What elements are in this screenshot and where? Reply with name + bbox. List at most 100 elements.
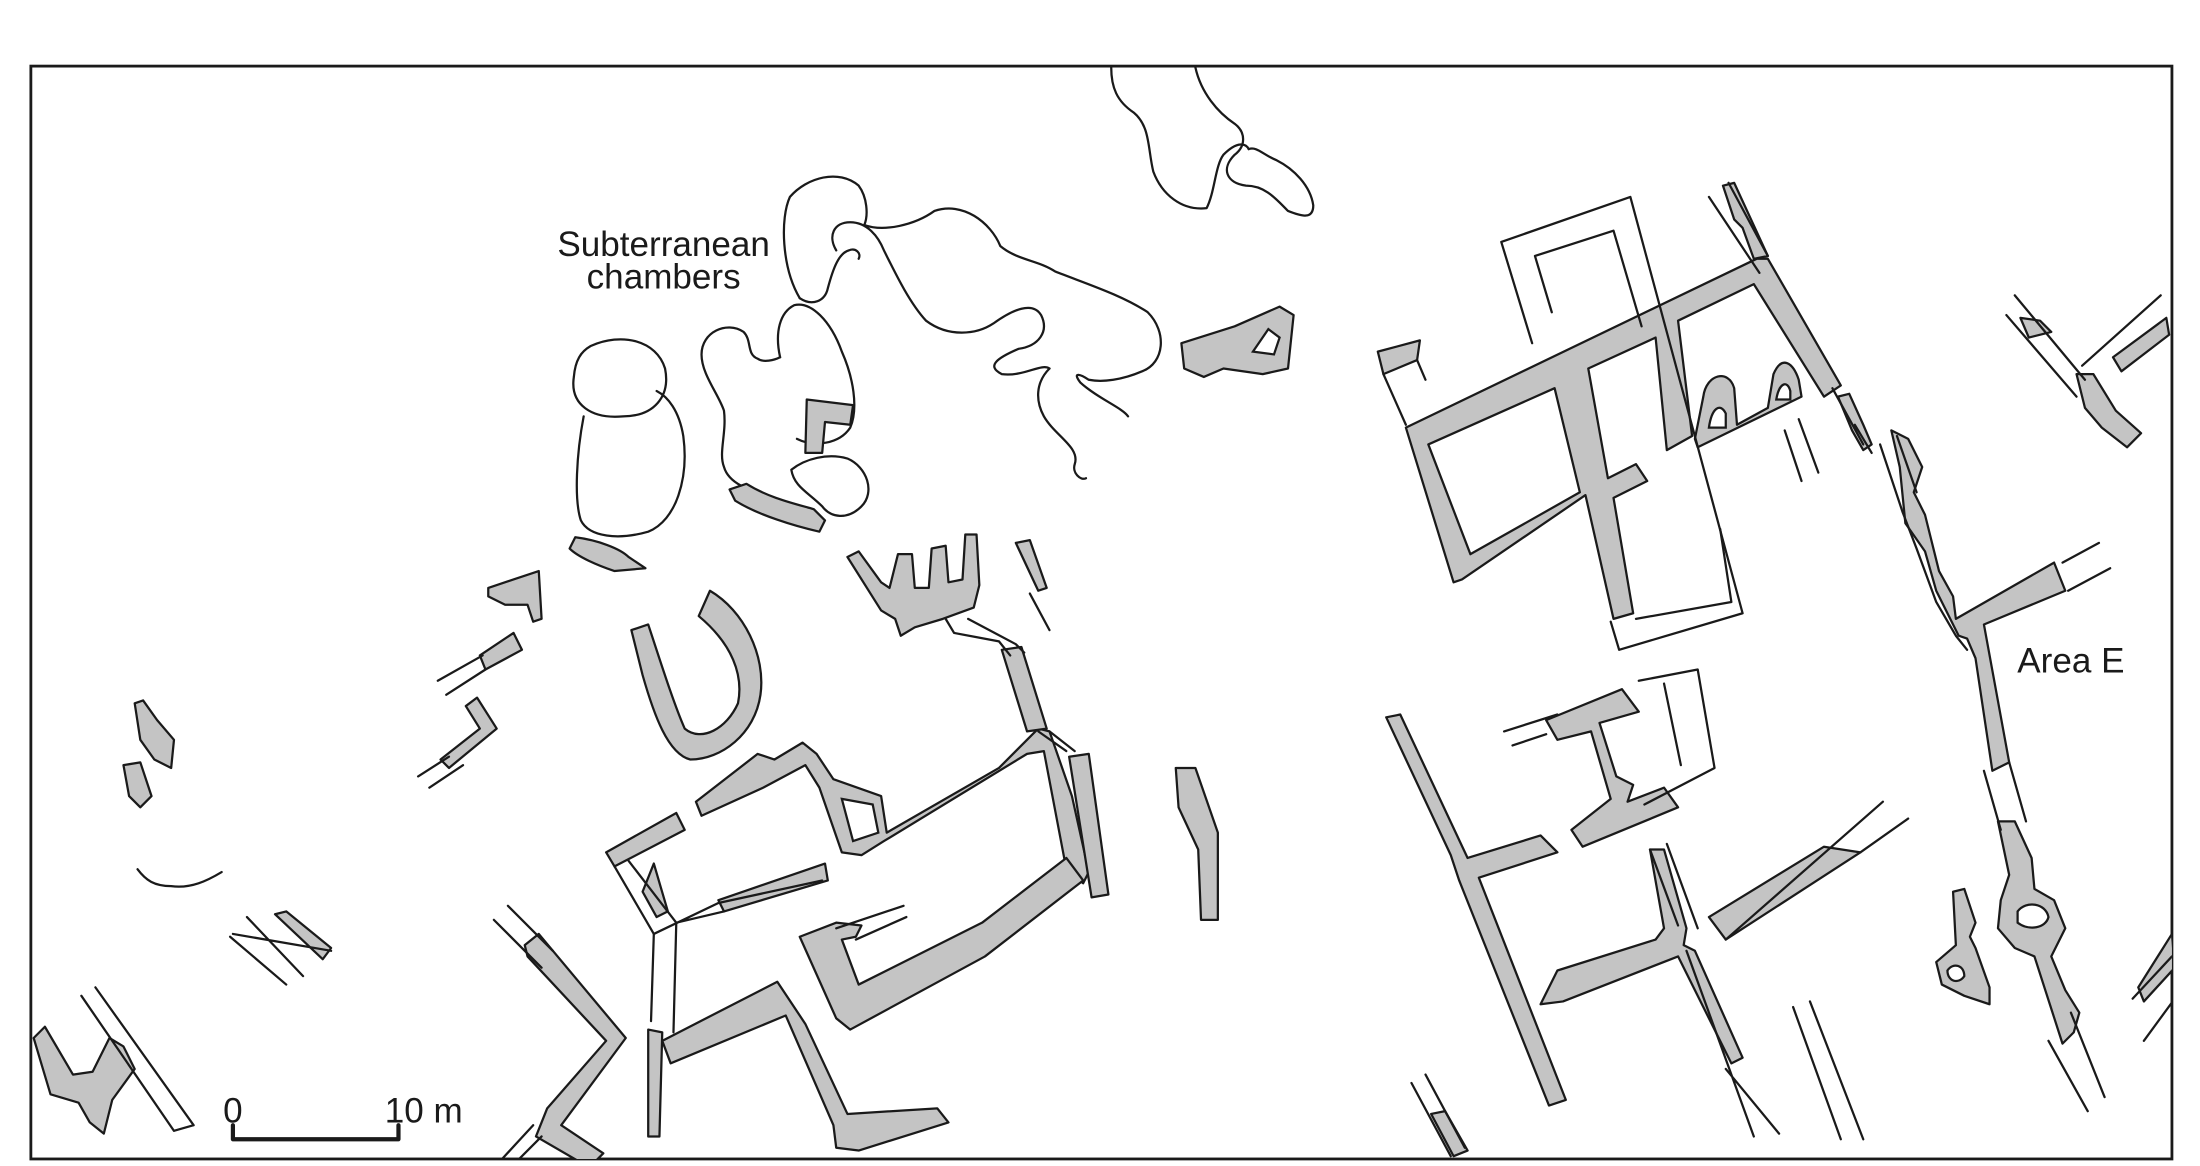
wall-fragment [2019,316,2053,339]
wall-fragment [605,811,686,868]
wall-fragment [1385,713,1567,1107]
wall-fragment [1000,645,1048,733]
wall-fragment [487,569,543,623]
wall-fragment [804,398,855,455]
wall-fragment [1404,257,1842,620]
wall-fragment [2075,373,2143,449]
wall-fragment [1721,181,1769,260]
chamber-outline [1037,367,1088,480]
wall-trace [1831,387,1873,455]
chamber-outline [782,175,1162,418]
wall-fragment [1707,845,1862,941]
wall-fragment [122,761,153,809]
wall-opening [1946,964,1966,983]
wall-opening [840,797,880,843]
wall-fragment [641,862,669,919]
label-area-e: Area E [2017,641,2124,680]
wall-trace [1533,229,1733,620]
chamber-outline [136,868,223,888]
wall-fragment [2137,932,2172,1003]
chamber-outline [1110,66,1250,210]
wall-fragment [478,631,524,671]
wall-fragment [647,1028,664,1138]
wall-trace [1648,842,1699,930]
wall-fragment [1068,752,1110,899]
scale-bar: 0 10 m [223,1091,463,1142]
chamber-outline [700,326,782,500]
wall-trace [416,755,465,789]
wall-trace [1685,949,1781,1138]
wall-fragment [1174,766,1219,921]
wall-fragment [523,932,627,1159]
wall-trace [492,904,554,969]
wall-trace [2047,1011,2106,1113]
wall-fragment [661,980,950,1152]
label-subterranean-line2: chambers [587,257,741,296]
chamber-outline [790,455,870,517]
wall-trace [835,904,908,941]
wall-fragment [846,533,981,637]
wall-opening [1250,327,1281,356]
wall-trace [1382,358,1427,426]
chamber-outline [831,221,1051,376]
wall-fragment [439,696,498,770]
wall-trace [80,986,195,1132]
wall-fragment [1014,538,1048,592]
wall-trace [1028,592,1051,632]
wall-fragment [1376,339,1422,376]
wall-opening [1774,383,1792,401]
wall-trace [228,915,333,986]
chamber-outline [776,303,856,445]
scale-bar-line [230,1123,401,1142]
wall-fragment [1935,887,1991,1006]
wall-trace [2061,541,2112,592]
wall-fragment [273,910,333,961]
wall-remains [32,181,2172,1159]
chamber-outline [798,248,861,304]
wall-trace [1982,761,2028,831]
wall-traces [80,181,2172,1159]
wall-fragment [32,1025,136,1135]
wall-fragment [1890,429,2067,772]
wall-trace [436,654,487,696]
subterranean-chambers [136,66,1315,888]
wall-trace [1724,800,1910,941]
wall-fragment [1836,392,1873,452]
wall-fragment [694,727,1090,885]
wall-trace [1783,418,1820,483]
wall-fragment [1430,1110,1469,1158]
wall-trace [2005,294,2162,398]
wall-trace [1500,195,1744,651]
wall-trace [944,617,1026,657]
wall-trace [2131,955,2172,1042]
wall-fragment [133,699,176,770]
wall-fragment [568,536,647,573]
scale-bar-end-label: 10 m [385,1091,463,1130]
map-frame [29,64,2174,1161]
wall-opening [2016,903,2050,929]
chamber-outline [575,389,686,538]
wall-trace [652,879,824,936]
wall-fragment [728,482,827,533]
chamber-outline [1194,66,1315,217]
wall-trace [1791,1000,1865,1141]
wall-fragment [1180,305,1295,379]
wall-fragment [2111,316,2171,373]
wall-trace [1878,434,1969,651]
wall-fragment [1996,820,2081,1045]
scale-bar-start-label: 0 [223,1091,243,1130]
wall-fragment [630,589,763,761]
wall-trace [500,1124,543,1159]
label-subterranean-line1: Subterranean [557,225,770,264]
wall-trace [1502,668,1716,806]
wall-trace [1707,181,1769,274]
wall-fragment [1539,848,1744,1065]
wall-trace [1037,730,1076,753]
wall-trace [1410,1073,1466,1158]
wall-fragment [717,862,829,913]
wall-fragment [1545,688,1680,848]
wall-fragment [798,856,1085,1031]
wall-opening [1707,406,1727,429]
chamber-outline [572,338,668,418]
